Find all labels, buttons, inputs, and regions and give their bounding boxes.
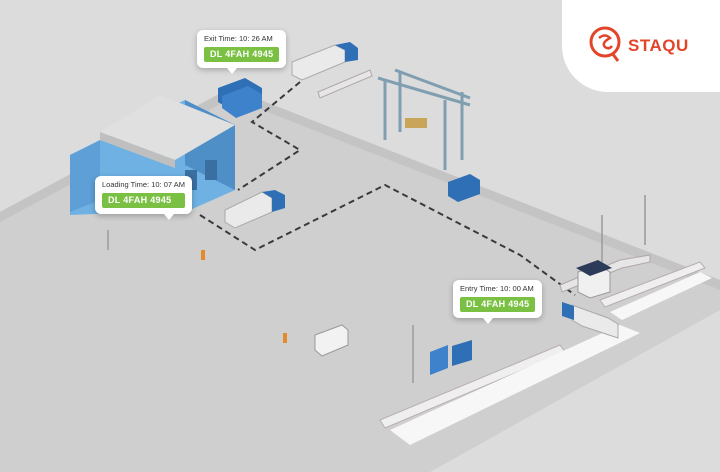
entry-time-callout: Entry Time: 10: 00 AM DL 4FAH 4945 xyxy=(453,280,543,323)
route-dashed-path xyxy=(199,81,576,296)
gantry-crane xyxy=(377,68,471,170)
loading-plate-badge: DL 4FAH 4945 xyxy=(102,192,185,208)
fence-right xyxy=(379,261,706,429)
road-strip-right xyxy=(610,272,712,320)
truck-loading xyxy=(224,190,285,229)
road-strip-bottom xyxy=(390,325,640,445)
staqu-logo-icon xyxy=(589,26,621,62)
truck-exit xyxy=(291,42,358,81)
gate-booth xyxy=(576,260,612,299)
loading-time-label: Loading Time: 10: 07 AM xyxy=(102,180,185,189)
warehouse xyxy=(70,95,235,215)
loading-time-callout: Loading Time: 10: 07 AM DL 4FAH 4945 xyxy=(95,176,192,219)
entry-plate-badge: DL 4FAH 4945 xyxy=(460,296,536,312)
brand-name: STAQU xyxy=(628,36,689,55)
containers-stack xyxy=(218,78,480,375)
exit-time-callout: Exit Time: 10: 26 AM DL 4FAH 4945 xyxy=(197,30,287,73)
van xyxy=(314,324,349,357)
workers xyxy=(201,250,287,343)
lamp-posts xyxy=(107,195,646,383)
exit-plate-badge: DL 4FAH 4945 xyxy=(204,46,280,62)
brand-logo: STAQU xyxy=(562,0,720,92)
exit-time-label: Exit Time: 10: 26 AM xyxy=(204,34,273,43)
truck-entry xyxy=(562,302,619,339)
entry-time-label: Entry Time: 10: 00 AM xyxy=(460,284,534,293)
